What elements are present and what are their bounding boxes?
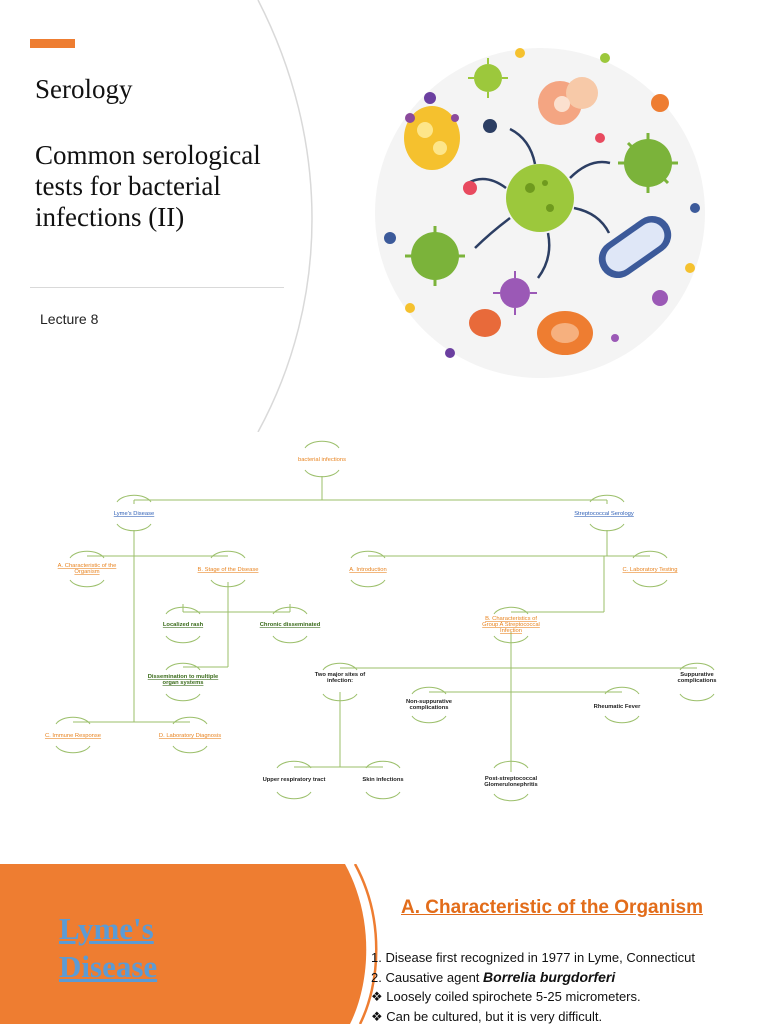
node-lyme-d[interactable]: D. Laboratory Diagnosis (159, 733, 221, 739)
slide-divider-arc (257, 0, 313, 432)
mindmap-node-arcs (55, 440, 715, 802)
bullet-1-text: Loosely coiled spirochete 5-25 micromete… (386, 989, 641, 1004)
point-2-prefix: 2. Causative agent (371, 969, 484, 985)
node-lyme-b[interactable]: B. Stage of the Disease (198, 567, 259, 573)
slide-title: Serology (35, 74, 133, 104)
microbes-illustration (375, 48, 705, 378)
content-points: 1. Disease first recognized in 1977 in L… (371, 948, 695, 1024)
title-slide: Serology Common serological tests for ba… (0, 0, 768, 432)
bullet-1: ❖ Loosely coiled spirochete 5-25 microme… (371, 987, 695, 1007)
point-1: 1. Disease first recognized in 1977 in L… (371, 950, 695, 965)
node-skin: Skin infections (362, 777, 403, 783)
node-lyme-a-line1: A. Characteristic of the (58, 563, 117, 569)
red-cell-icon (469, 309, 501, 337)
node-strep-a[interactable]: A. Introduction (349, 567, 386, 573)
purple-virus-icon (493, 271, 537, 315)
node-localized[interactable]: Localized rash (163, 622, 204, 628)
lecture-label: Lecture 8 (40, 311, 99, 327)
bullet-symbol-icon: ❖ (371, 989, 383, 1004)
accent-bar (30, 39, 75, 48)
node-upper-resp: Upper respiratory tract (263, 777, 326, 783)
node-lyme[interactable]: Lyme's Disease (114, 511, 155, 517)
bullet-2: ❖ Can be cultured, but it is very diffic… (371, 1007, 695, 1024)
peach-cell-icon (538, 77, 598, 125)
point-2: 2. Causative agent Borrelia burgdorferi (371, 968, 695, 988)
yellow-cell-icon (404, 106, 460, 170)
content-heading: A. Characteristic of the Organism (401, 897, 703, 918)
bullet-2-text: Can be cultured, but it is very difficul… (386, 1008, 603, 1024)
bullet-symbol-icon: ❖ (371, 1008, 383, 1024)
orange-panel (0, 864, 378, 1024)
node-lyme-a-line2: Organism (74, 569, 99, 575)
blue-bacillus-icon (598, 215, 672, 279)
node-rheumatic: Rheumatic Fever (594, 704, 641, 710)
slide-subtitle: Common serological tests for bacterial i… (35, 140, 261, 232)
divider-line (30, 287, 284, 288)
node-strep-c[interactable]: C. Laboratory Testing (623, 567, 678, 573)
small-green-virus-icon (468, 58, 508, 98)
mindmap-connectors (73, 476, 697, 772)
mindmap-diagram: bacterial infections Lyme's Disease Stre… (45, 440, 717, 802)
mindmap-slide: bacterial infections Lyme's Disease Stre… (0, 432, 768, 864)
node-root: bacterial infections (298, 457, 346, 463)
green-virus-icon (467, 127, 611, 279)
right-green-virus-icon (618, 133, 678, 193)
content-slide: Lyme's Disease A. Characteristic of the … (0, 864, 768, 1024)
section-title-lyme[interactable]: Lyme's Disease (59, 911, 158, 984)
node-chronic[interactable]: Chronic disseminated (260, 622, 321, 628)
node-lyme-c[interactable]: C. Immune Response (45, 733, 101, 739)
node-strep[interactable]: Streptococcal Serology (574, 511, 634, 517)
point-2-organism: Borrelia burgdorferi (483, 968, 616, 985)
left-green-virus-icon (405, 226, 465, 286)
